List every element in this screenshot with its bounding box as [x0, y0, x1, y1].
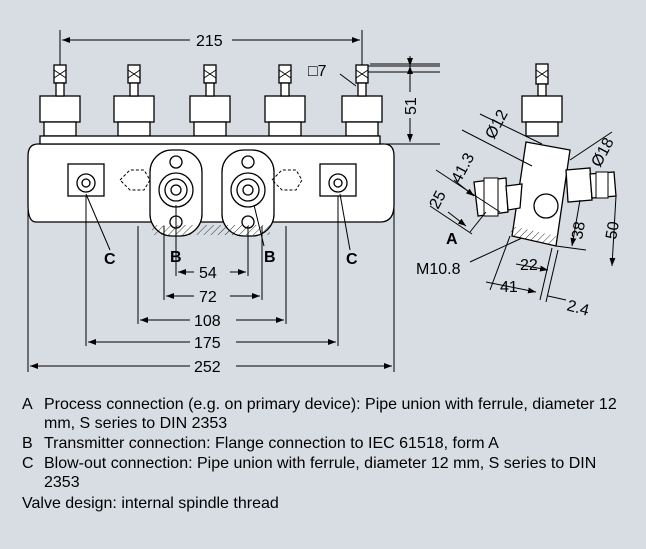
dim-215: 215 — [196, 33, 223, 50]
legend-text: Transmitter connection: Flange connectio… — [44, 435, 499, 452]
dim-41-3: 41.3 — [449, 150, 479, 186]
dim-108: 108 — [194, 313, 221, 330]
manifold-body — [27, 143, 395, 223]
dim-22: 22 — [520, 257, 538, 274]
dim-41: 41 — [500, 279, 518, 296]
label-a: A — [446, 231, 458, 248]
dim-72: 72 — [199, 289, 217, 306]
legend-item-b: B Transmitter connection: Flange connect… — [22, 434, 632, 453]
dim-252: 252 — [194, 359, 221, 376]
label-b-left: B — [170, 249, 182, 266]
side-dimensions — [429, 113, 617, 303]
legend-text: Process connection (e.g. on primary devi… — [44, 396, 617, 432]
dim-51: 51 — [403, 97, 420, 115]
legend-item-a: A Process connection (e.g. on primary de… — [22, 395, 632, 433]
legend-key: B — [22, 435, 33, 452]
dim-38: 38 — [569, 220, 589, 241]
legend: A Process connection (e.g. on primary de… — [22, 395, 632, 513]
dim-25: 25 — [427, 188, 450, 212]
front-view — [27, 64, 395, 237]
label-b-right: B — [264, 249, 276, 266]
legend-key: A — [22, 396, 33, 413]
side-view — [473, 63, 617, 247]
valve-spindles — [39, 64, 383, 137]
dim-50: 50 — [603, 220, 623, 241]
dim-diameter-12: Ø12 — [483, 107, 512, 142]
technical-drawing: 215 □7 51 54 72 108 175 252 C B B C — [27, 30, 623, 376]
dim-m10-8: M10.8 — [416, 261, 461, 278]
dim-54: 54 — [199, 265, 217, 282]
label-c-right: C — [346, 251, 358, 268]
dim-175: 175 — [194, 335, 221, 352]
legend-key: C — [22, 455, 34, 472]
dim-square-7: □7 — [308, 63, 327, 80]
front-dimension-labels: 215 □7 51 54 72 108 175 252 C B B C — [104, 33, 420, 376]
valve-design-note: Valve design: internal spindle thread — [22, 495, 279, 512]
front-dimensions — [27, 30, 440, 372]
dim-2-4: 2.4 — [565, 297, 591, 319]
label-c-left: C — [104, 251, 116, 268]
dim-diameter-18: Ø18 — [589, 135, 618, 170]
legend-text: Blow-out connection: Pipe union with fer… — [44, 455, 597, 491]
legend-item-c: C Blow-out connection: Pipe union with f… — [22, 454, 632, 492]
